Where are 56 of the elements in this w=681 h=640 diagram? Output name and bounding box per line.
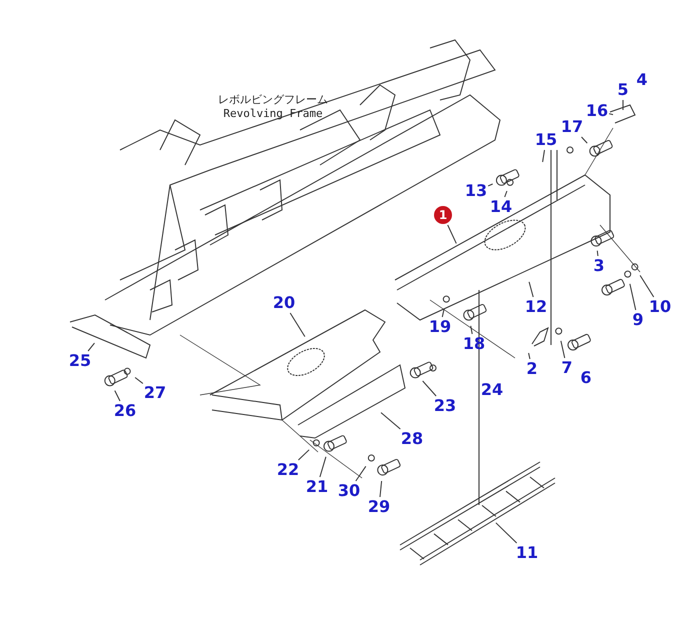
leader-line <box>134 377 144 384</box>
leader-line <box>114 390 120 402</box>
callout-number: 17 <box>560 118 584 136</box>
leader-line <box>581 136 588 144</box>
leader-line <box>447 224 457 244</box>
callout-number: 25 <box>68 352 92 370</box>
leader-line <box>528 352 530 360</box>
leader-line <box>355 466 366 482</box>
leader-line <box>470 325 473 334</box>
leader-line <box>622 100 624 110</box>
leader-line <box>528 281 534 298</box>
callout-number: 6 <box>580 369 592 387</box>
leader-line <box>495 522 518 544</box>
callout-number: 21 <box>306 478 328 496</box>
callout-number: 3 <box>593 257 605 275</box>
callout-number: 19 <box>428 318 452 336</box>
frame-label: Revolving Frame <box>223 107 323 121</box>
leader-line <box>608 113 614 116</box>
callout-number: 12 <box>524 298 548 316</box>
callout-badge: 1 <box>434 206 452 224</box>
callout-number: 7 <box>561 359 573 377</box>
leader-line <box>560 340 566 358</box>
leader-line <box>629 283 636 310</box>
leader-line <box>290 312 306 338</box>
callout-number: 11 <box>516 544 538 562</box>
callout-number: 4 <box>636 71 648 89</box>
callout-number: 15 <box>534 131 558 149</box>
leader-line <box>319 456 326 478</box>
callout-number: 10 <box>648 298 672 316</box>
leader-line <box>542 150 545 162</box>
callout-number: 13 <box>464 182 488 200</box>
callout-number: 16 <box>586 102 608 120</box>
callout-number: 22 <box>276 461 300 479</box>
leader-line <box>596 250 598 256</box>
callout-number: 2 <box>526 360 538 378</box>
leader-line <box>442 308 445 318</box>
leader-line <box>88 342 95 352</box>
leader-line <box>422 380 437 396</box>
callout-number: 28 <box>400 430 424 448</box>
callout-number: 14 <box>490 198 512 216</box>
callout-number: 20 <box>272 294 296 312</box>
leader-line <box>298 449 310 460</box>
callout-number: 23 <box>434 397 456 415</box>
leader-line <box>380 412 401 430</box>
callout-number: 30 <box>338 482 360 500</box>
frame-label-japanese: レボルビングフレーム <box>218 93 328 107</box>
callout-number: 9 <box>632 311 644 329</box>
leader-line <box>504 190 508 198</box>
callout-number: 5 <box>617 81 629 99</box>
callout-number: 24 <box>480 381 504 399</box>
leader-line <box>488 184 494 186</box>
callout-number: 26 <box>114 402 136 420</box>
leader-line <box>380 480 382 498</box>
callout-number: 29 <box>368 498 390 516</box>
callout-number: 27 <box>144 384 166 402</box>
leader-line <box>640 274 654 298</box>
